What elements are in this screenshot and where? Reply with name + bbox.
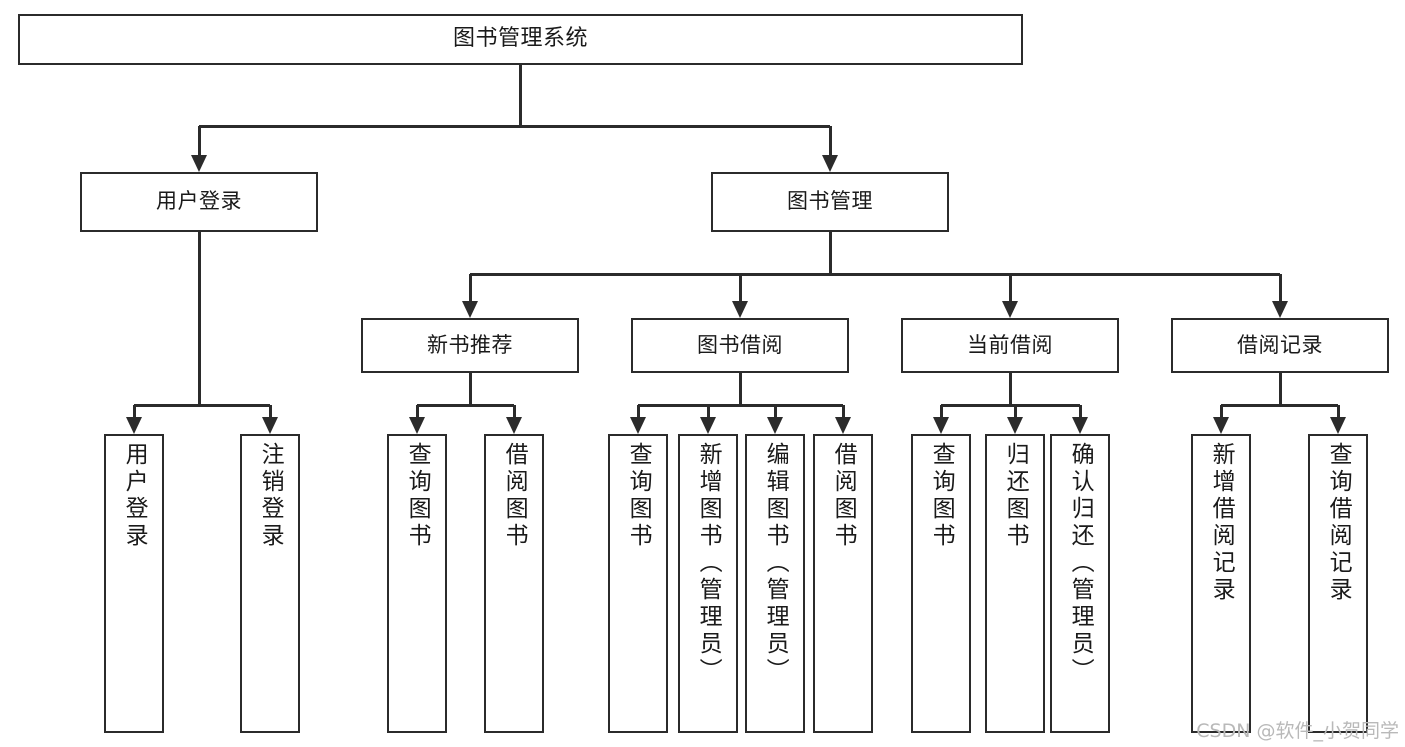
connector-bus xyxy=(470,272,1280,276)
node-label: 图书借阅 xyxy=(697,332,783,357)
node-label: 借阅记录 xyxy=(1237,332,1323,357)
arrow-head-icon xyxy=(506,417,522,434)
arrow-head-icon xyxy=(767,417,783,434)
node-label: 编辑图书（管理员） xyxy=(762,442,789,685)
connector-drop xyxy=(468,274,472,301)
node-label: 借阅图书 xyxy=(830,442,857,550)
node-leaf-user-login[interactable]: 用户登录 xyxy=(104,434,164,733)
node-leaf-return-book[interactable]: 归还图书 xyxy=(985,434,1045,733)
connector-drop xyxy=(636,405,640,417)
connector-stem xyxy=(519,65,522,126)
connector-drop xyxy=(939,405,943,417)
connector-bus xyxy=(638,403,843,407)
node-label: 确认归还（管理员） xyxy=(1067,442,1094,685)
node-label: 查询图书 xyxy=(928,442,955,550)
node-label: 当前借阅 xyxy=(967,332,1053,357)
connector-drop xyxy=(197,126,201,155)
arrow-head-icon xyxy=(700,417,716,434)
node-book-borrow[interactable]: 图书借阅 xyxy=(631,318,849,373)
connector-stem xyxy=(197,232,201,405)
connector-bus xyxy=(134,403,270,407)
connector-drop xyxy=(1278,274,1282,301)
connector-stem xyxy=(1278,373,1282,405)
node-leaf-query-book-1[interactable]: 查询图书 xyxy=(387,434,447,733)
arrow-head-icon xyxy=(1272,301,1288,318)
node-leaf-borrow-book-2[interactable]: 借阅图书 xyxy=(813,434,873,733)
arrow-head-icon xyxy=(835,417,851,434)
arrow-head-icon xyxy=(126,417,142,434)
connector-drop xyxy=(1008,274,1012,301)
node-leaf-query-borrow-record[interactable]: 查询借阅记录 xyxy=(1308,434,1368,733)
arrow-head-icon xyxy=(630,417,646,434)
node-label: 新书推荐 xyxy=(427,332,513,357)
connector-stem xyxy=(828,232,832,274)
node-label: 用户登录 xyxy=(121,442,148,550)
connector-bus xyxy=(417,403,514,407)
connector-drop xyxy=(415,405,419,417)
arrow-head-icon xyxy=(262,417,278,434)
arrow-head-icon xyxy=(1213,417,1229,434)
connector-drop xyxy=(512,405,516,417)
node-label: 新增图书（管理员） xyxy=(695,442,722,685)
connector-drop xyxy=(738,274,742,301)
connector-drop xyxy=(1219,405,1223,417)
node-borrow-record[interactable]: 借阅记录 xyxy=(1171,318,1389,373)
connector-drop xyxy=(1013,405,1017,417)
node-label: 查询借阅记录 xyxy=(1325,442,1352,604)
connector-drop xyxy=(1336,405,1340,417)
node-current-borrow[interactable]: 当前借阅 xyxy=(901,318,1119,373)
arrow-head-icon xyxy=(822,155,838,172)
node-leaf-query-book-3[interactable]: 查询图书 xyxy=(911,434,971,733)
arrow-head-icon xyxy=(409,417,425,434)
node-label: 借阅图书 xyxy=(501,442,528,550)
connector-drop xyxy=(1078,405,1082,417)
arrow-head-icon xyxy=(933,417,949,434)
connector-bus xyxy=(1221,403,1338,407)
node-label: 图书管理 xyxy=(787,189,873,214)
node-label: 用户登录 xyxy=(156,189,242,214)
connector-drop xyxy=(828,126,832,155)
connector-drop xyxy=(132,405,136,417)
node-leaf-edit-book-admin[interactable]: 编辑图书（管理员） xyxy=(745,434,805,733)
node-leaf-user-logout[interactable]: 注销登录 xyxy=(240,434,300,733)
node-label: 注销登录 xyxy=(257,442,284,550)
connector-drop xyxy=(773,405,777,417)
arrow-head-icon xyxy=(462,301,478,318)
connector-bus xyxy=(199,124,830,128)
arrow-head-icon xyxy=(1330,417,1346,434)
node-label: 归还图书 xyxy=(1002,442,1029,550)
node-new-book-recommend[interactable]: 新书推荐 xyxy=(361,318,579,373)
node-leaf-confirm-return-admin[interactable]: 确认归还（管理员） xyxy=(1050,434,1110,733)
connector-stem xyxy=(468,373,472,405)
arrow-head-icon xyxy=(191,155,207,172)
arrow-head-icon xyxy=(1007,417,1023,434)
connector-stem xyxy=(1008,373,1012,405)
connector-stem xyxy=(738,373,742,405)
node-leaf-add-borrow-record[interactable]: 新增借阅记录 xyxy=(1191,434,1251,733)
watermark-text: CSDN @软件_小贺同学 xyxy=(1196,720,1399,742)
node-label: 新增借阅记录 xyxy=(1208,442,1235,604)
node-root[interactable]: 图书管理系统 xyxy=(18,14,1023,65)
node-label: 图书管理系统 xyxy=(452,26,588,52)
connector-drop xyxy=(706,405,710,417)
arrow-head-icon xyxy=(1072,417,1088,434)
node-label: 查询图书 xyxy=(404,442,431,550)
arrow-head-icon xyxy=(1002,301,1018,318)
connector-drop xyxy=(268,405,272,417)
connector-drop xyxy=(841,405,845,417)
node-book-manage[interactable]: 图书管理 xyxy=(711,172,949,232)
node-user-login[interactable]: 用户登录 xyxy=(80,172,318,232)
node-leaf-add-book-admin[interactable]: 新增图书（管理员） xyxy=(678,434,738,733)
node-label: 查询图书 xyxy=(625,442,652,550)
arrow-head-icon xyxy=(732,301,748,318)
node-leaf-query-book-2[interactable]: 查询图书 xyxy=(608,434,668,733)
connector-bus xyxy=(941,403,1080,407)
node-leaf-borrow-book-1[interactable]: 借阅图书 xyxy=(484,434,544,733)
